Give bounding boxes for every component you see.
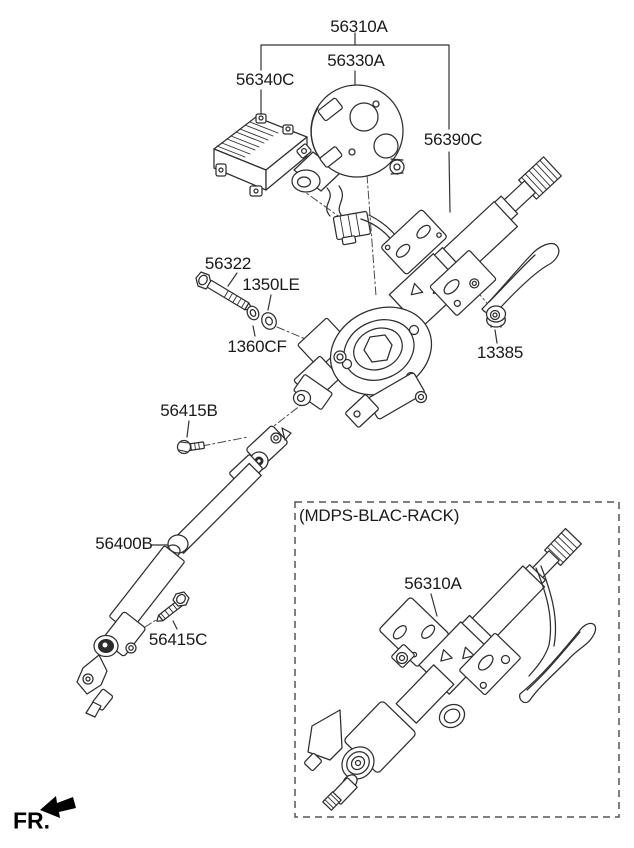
steering-column-drawing: [292, 156, 562, 428]
part-label-56310a-top: 56310A: [330, 17, 388, 37]
ecu-unit-drawing: [213, 113, 312, 197]
leader-lines: [151, 32, 498, 630]
part-label-56340c: 56340C: [235, 70, 295, 90]
nut-13385-drawing: [485, 305, 507, 328]
bolt-56415b-drawing: [176, 439, 205, 455]
part-label-1350le: 1350LE: [242, 275, 300, 295]
bolt-56415c-drawing: [156, 591, 190, 622]
part-label-56400b: 56400B: [95, 534, 153, 554]
washer-1350le-drawing: [261, 312, 277, 330]
inset-variant-label: (MDPS-BLAC-RACK): [299, 506, 460, 526]
part-label-56390c: 56390C: [423, 130, 483, 150]
part-label-56415b: 56415B: [160, 401, 218, 421]
part-label-56330a: 56330A: [327, 51, 385, 71]
inset-column-drawing: [304, 527, 597, 811]
fr-direction-label: FR.: [13, 807, 51, 834]
intermediate-shaft-drawing: [76, 425, 292, 718]
inset-box: [294, 501, 620, 818]
part-label-1360cf: 1360CF: [227, 337, 287, 357]
washer-1360cf-drawing: [246, 305, 260, 321]
fr-direction-arrow-icon: [40, 796, 76, 818]
mdps-motor-drawing: [291, 84, 405, 252]
part-label-56322: 56322: [204, 254, 252, 274]
part-label-56415c: 56415C: [148, 630, 208, 650]
part-label-56310a-inset: 56310A: [404, 574, 462, 594]
part-label-13385: 13385: [476, 343, 524, 363]
